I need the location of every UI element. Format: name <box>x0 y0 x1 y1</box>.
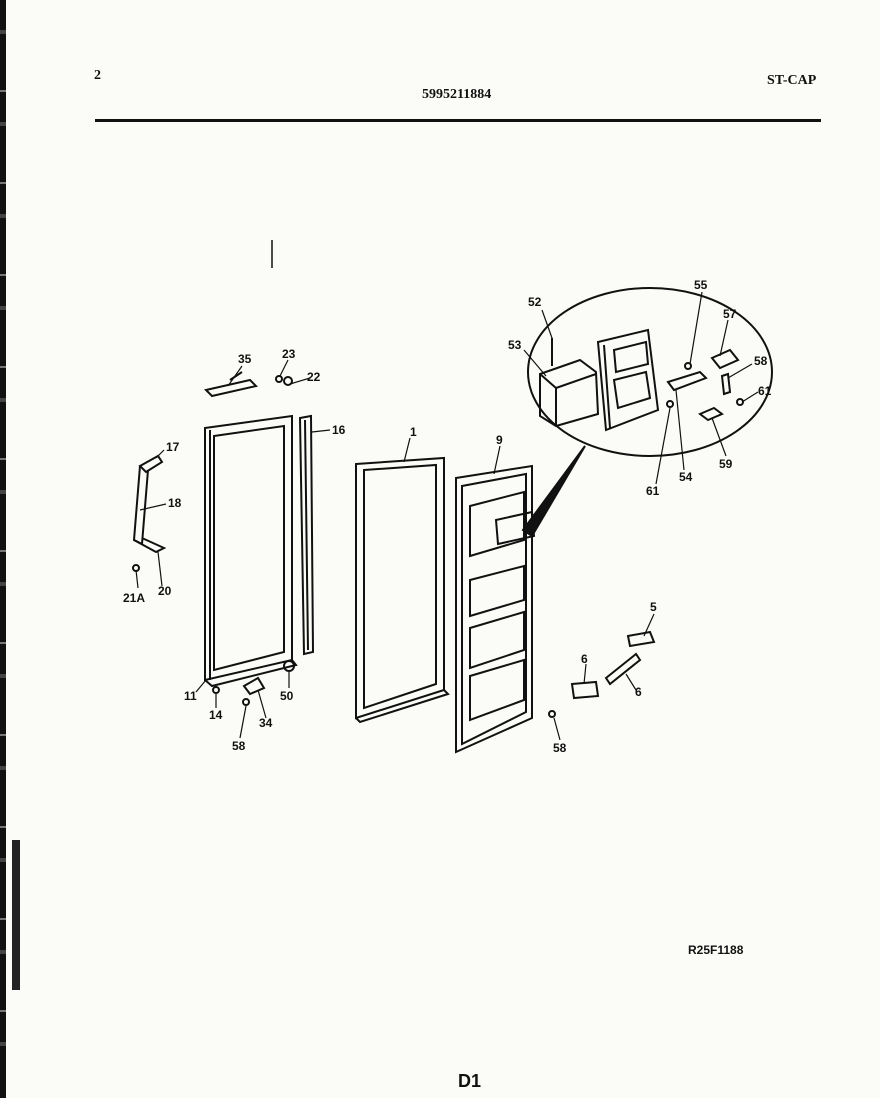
callout-label: 9 <box>496 433 503 447</box>
dispenser-assembly <box>598 330 658 430</box>
callout-label: 18 <box>168 496 182 510</box>
callout-label: 1 <box>410 425 417 439</box>
rack-support-6 <box>606 654 640 684</box>
page-number: 2 <box>94 68 101 83</box>
detail-circle <box>528 288 772 456</box>
callout-label: 58 <box>754 354 768 368</box>
callout-label: 55 <box>694 278 708 292</box>
callout-label: 58 <box>553 741 567 755</box>
callout-label: 11 <box>184 689 197 703</box>
callout-label: 20 <box>158 584 172 598</box>
callout-label: 34 <box>259 716 273 730</box>
gasket-strip <box>300 416 313 654</box>
callout-label: 54 <box>679 470 693 484</box>
leader-lines <box>136 292 758 740</box>
inner-liner-frame <box>205 416 296 686</box>
actuator-54 <box>668 372 706 390</box>
page-label: D1 <box>458 1071 482 1091</box>
callout-label: 23 <box>282 347 296 361</box>
callout-label: 58 <box>232 739 246 753</box>
scan-edge-mark <box>12 840 20 990</box>
clip-58 <box>722 374 730 394</box>
callout-label: 52 <box>528 295 542 309</box>
door-handle <box>134 456 164 552</box>
callout-label: 61 <box>646 484 660 498</box>
bushing-50 <box>284 661 294 671</box>
screw-23 <box>276 376 282 382</box>
callout-label: 14 <box>209 708 223 722</box>
callout-label: 59 <box>719 457 733 471</box>
hinge-34 <box>244 678 264 694</box>
door-panel <box>356 458 448 722</box>
callout-label: 21A <box>123 591 146 605</box>
dispenser-housing <box>540 360 598 426</box>
inner-door-liner <box>456 466 534 752</box>
hinge-bracket <box>206 372 256 396</box>
callout-label: 6 <box>581 652 588 666</box>
callout-label: 57 <box>723 307 737 321</box>
washer-22 <box>284 377 292 385</box>
section-code: ST-CAP <box>767 73 817 88</box>
drawing-code: R25F1188 <box>688 943 744 957</box>
callout-label: 5 <box>650 600 657 614</box>
callout-label: 61 <box>758 384 772 398</box>
screw-55 <box>685 363 691 369</box>
callout-label: 17 <box>166 440 180 454</box>
bracket-6 <box>572 682 598 698</box>
screw-61b <box>667 401 673 407</box>
header-rule <box>95 119 821 122</box>
screw-14 <box>213 687 219 693</box>
scan-edge-left <box>0 0 6 1098</box>
shelf-clip-5 <box>628 632 654 646</box>
callout-label: 16 <box>332 423 346 437</box>
callout-label: 22 <box>307 370 321 384</box>
cover-57 <box>712 350 738 368</box>
screw-58b <box>243 699 249 705</box>
callout-label: 35 <box>238 352 252 366</box>
pad-59 <box>700 408 722 420</box>
screw-58c <box>549 711 555 717</box>
model-number: 5995211884 <box>422 87 492 102</box>
detail-pointer <box>523 446 585 536</box>
callout-label: 53 <box>508 338 522 352</box>
callout-label: 6 <box>635 685 642 699</box>
callout-label: 50 <box>280 689 294 703</box>
